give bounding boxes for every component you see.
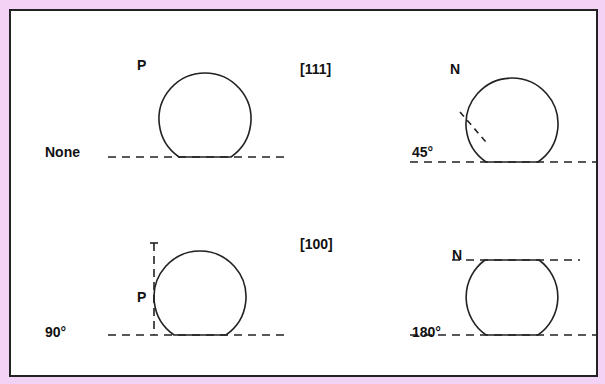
angle-label: 90° — [45, 325, 66, 339]
dashed-facet — [452, 259, 580, 261]
tick — [150, 242, 158, 244]
dashed-plane — [410, 161, 598, 163]
orientation-label: [111] — [300, 62, 331, 76]
angle-label: 45° — [412, 145, 433, 159]
droplet — [466, 78, 558, 162]
droplet — [154, 251, 246, 335]
dashed-plane — [108, 334, 285, 336]
polarity-label: N — [452, 248, 462, 262]
angle-label: None — [45, 145, 80, 159]
dashed-facet — [460, 112, 486, 142]
dashed-plane — [108, 156, 285, 158]
droplet — [466, 260, 558, 335]
orientation-label: [100] — [300, 237, 333, 251]
polarity-label: N — [450, 62, 460, 76]
droplet — [159, 73, 251, 157]
polarity-label: P — [137, 58, 146, 72]
dashed-facet — [153, 243, 155, 335]
polarity-label: P — [137, 290, 146, 304]
angle-label: 180° — [412, 325, 441, 339]
